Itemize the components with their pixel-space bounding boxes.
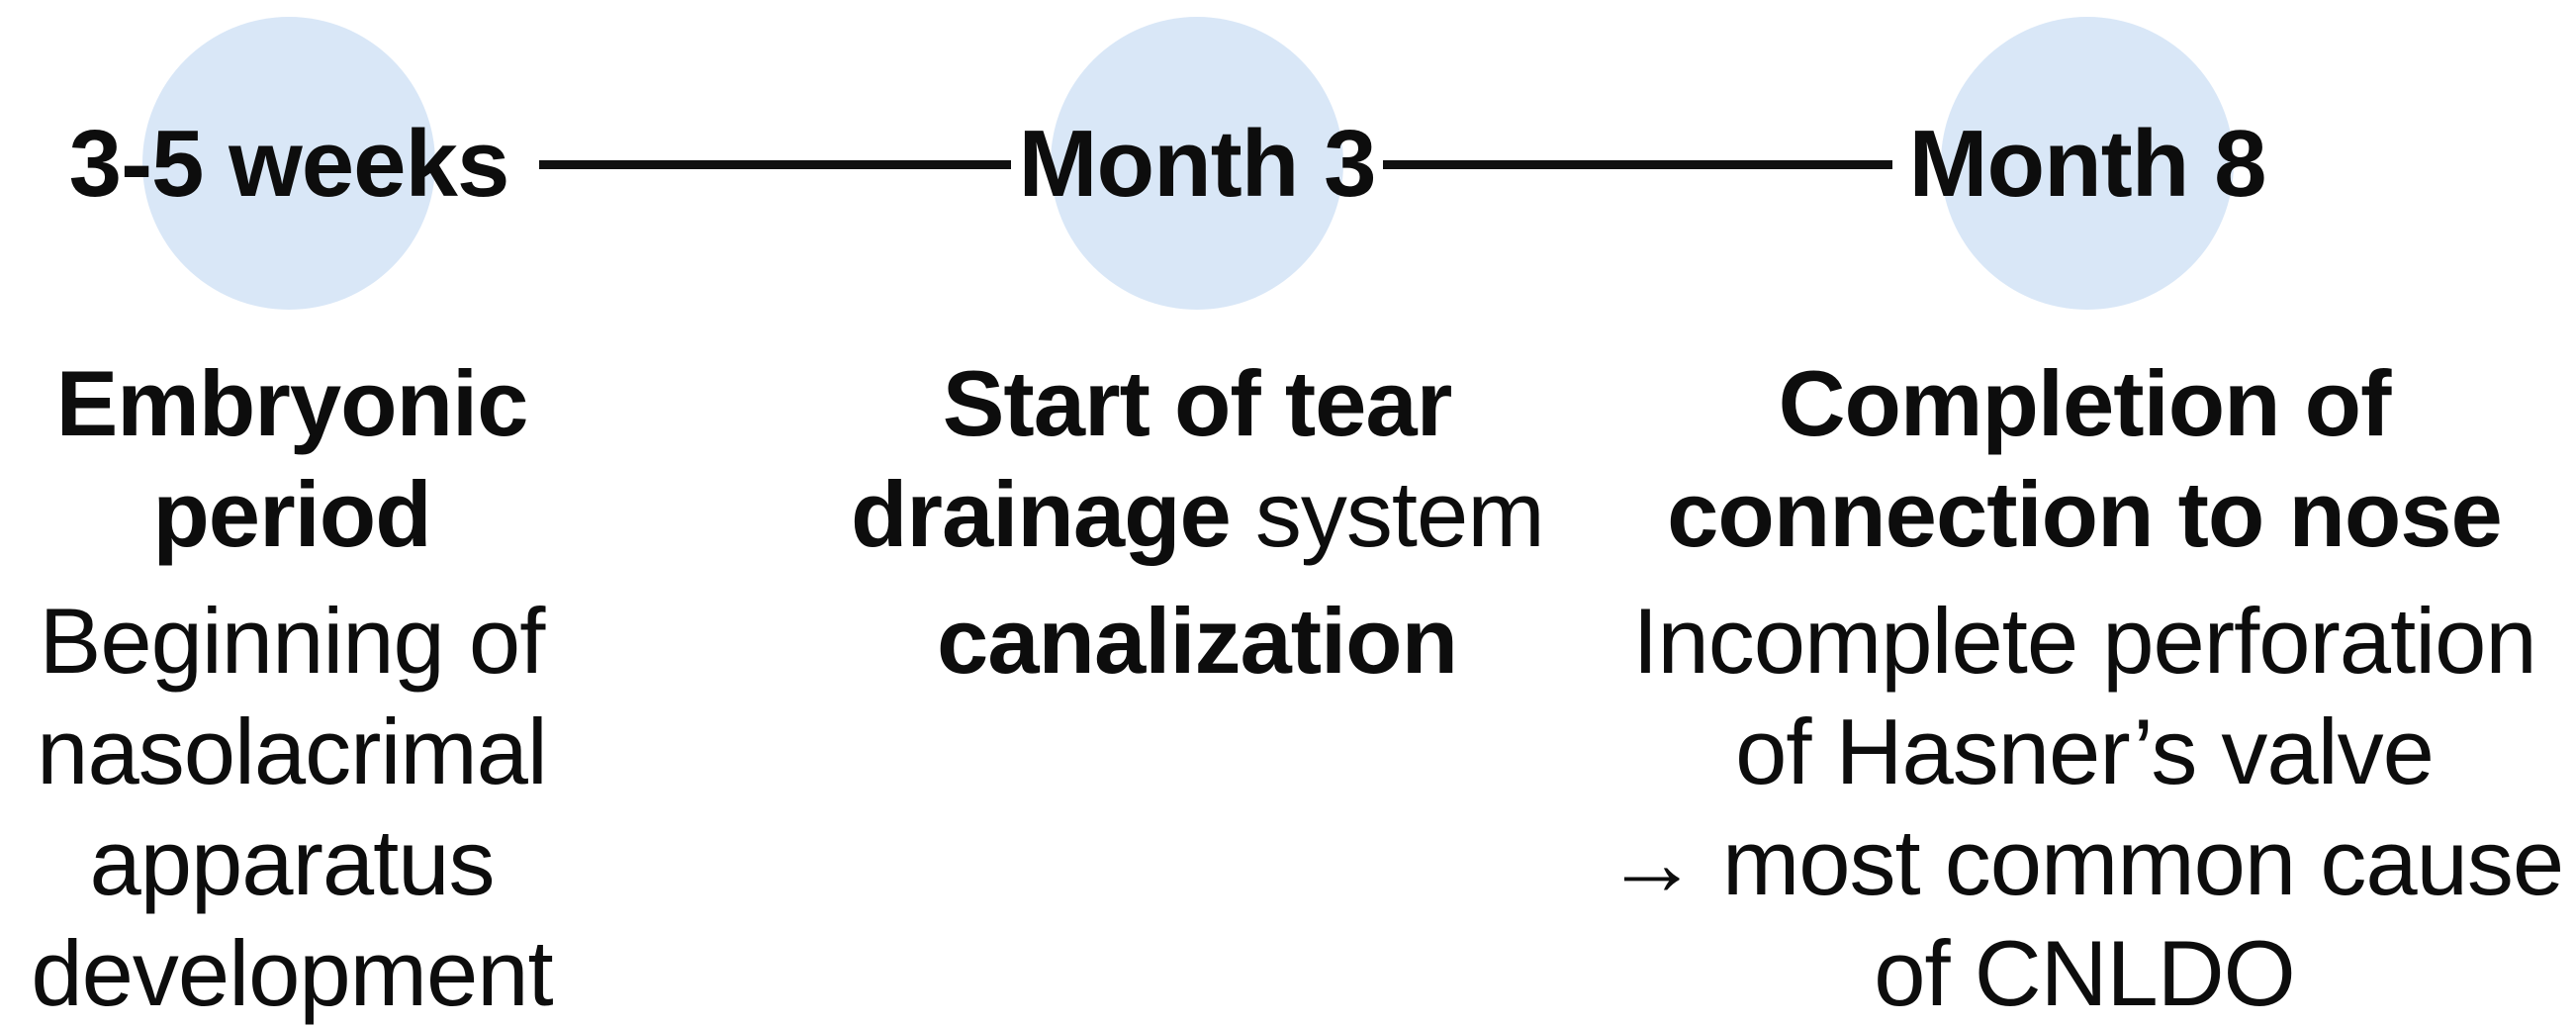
milestone-column-embryonic: Embryonic period Beginning of nasolacrim… (0, 348, 584, 1026)
description-line: apparatus (89, 810, 495, 914)
heading-line: drainage system (851, 459, 1545, 570)
milestone-time-label-3: Month 8 (1908, 111, 2267, 217)
milestone-circle-month-3 (1051, 17, 1343, 310)
milestone-column-month-8: Completion of connection to nose Incompl… (1593, 348, 2576, 1026)
milestone-time-label-2: Month 3 (1018, 111, 1377, 217)
description-line: → most common cause (1605, 810, 2564, 914)
milestone-heading: Embryonic period (0, 348, 584, 570)
description-line: Beginning of (39, 589, 546, 693)
milestone-heading: Completion of connection to nose (1593, 348, 2576, 570)
heading-segment-bold: drainage (851, 462, 1232, 566)
milestone-circle-month-8 (1941, 17, 2234, 310)
description-line: Incomplete perforation (1632, 589, 2536, 693)
heading-line: Start of tear (942, 351, 1453, 455)
milestone-description: canalization (851, 586, 1543, 697)
milestone-circle-embryonic (142, 17, 435, 310)
timeline-connector-line-2 (1383, 160, 1892, 169)
description-line: canalization (936, 589, 1458, 693)
timeline-connector-line-1 (539, 160, 1011, 169)
milestone-description: Incomplete perforation of Hasner’s valve… (1593, 586, 2576, 1026)
milestone-column-month-3: Start of tear drainage system canalizati… (851, 348, 1545, 697)
milestone-time-label-1: 3-5 weeks (68, 111, 510, 217)
milestone-description: Beginning of nasolacrimal apparatus deve… (0, 586, 584, 1026)
description-line: of Hasner’s valve (1735, 700, 2435, 803)
heading-line: connection to nose (1667, 462, 2503, 566)
heading-line: period (152, 462, 431, 566)
heading-line: Completion of (1778, 351, 2392, 455)
heading-segment-regular: system (1254, 462, 1545, 566)
heading-line: Embryonic (55, 351, 529, 455)
description-line: of CNLDO (1874, 921, 2296, 1025)
description-line: development (31, 921, 553, 1025)
description-line: nasolacrimal (37, 700, 548, 803)
milestone-heading: Start of tear drainage system (851, 348, 1545, 570)
